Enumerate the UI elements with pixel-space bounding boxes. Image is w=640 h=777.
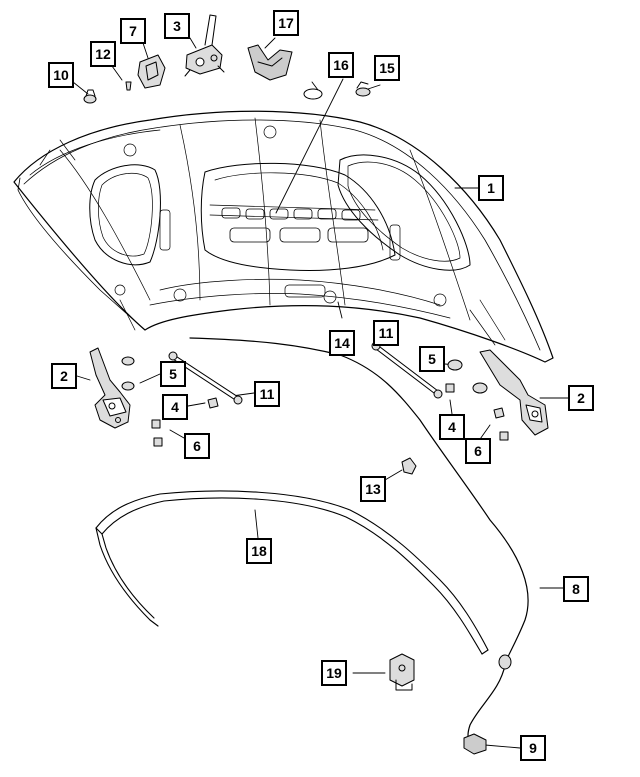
- callout-11: 11: [254, 381, 280, 407]
- callout-9: 9: [520, 735, 546, 761]
- seal-ring: [303, 88, 323, 100]
- release-handle: [463, 733, 487, 755]
- callout-18: 18: [246, 538, 272, 564]
- callout-13: 13: [360, 476, 386, 502]
- callout-12: 12: [90, 41, 116, 67]
- callout-19: 19: [321, 660, 347, 686]
- callout-6: 6: [465, 438, 491, 464]
- callout-17: 17: [273, 10, 299, 36]
- hood-bracket: [137, 54, 166, 89]
- cable-clip: [401, 457, 417, 475]
- screw: [125, 81, 132, 91]
- left-bolts: [151, 397, 219, 447]
- hood-bumper-pad: [247, 44, 293, 81]
- right-strut: [371, 341, 443, 399]
- leader-lines: [72, 37, 569, 749]
- right-bolts: [445, 383, 509, 441]
- callout-11: 11: [373, 320, 399, 346]
- callout-16: 16: [328, 52, 354, 78]
- callout-15: 15: [374, 55, 400, 81]
- callout-10: 10: [48, 62, 74, 88]
- right-grommets: [447, 359, 488, 394]
- hood-latch: [184, 14, 225, 77]
- callout-6: 6: [184, 433, 210, 459]
- callout-4: 4: [439, 414, 465, 440]
- callout-3: 3: [164, 13, 190, 39]
- callout-5: 5: [160, 361, 186, 387]
- left-hinge: [89, 347, 131, 429]
- callout-4: 4: [162, 394, 188, 420]
- callout-14: 14: [329, 330, 355, 356]
- hood-weatherstrip: [95, 490, 489, 655]
- callout-5: 5: [419, 346, 445, 372]
- callout-7: 7: [120, 18, 146, 44]
- callout-1: 1: [478, 175, 504, 201]
- latch-striker: [389, 653, 415, 691]
- right-hinge: [479, 349, 549, 436]
- callout-2: 2: [568, 385, 594, 411]
- hood-panel: [13, 110, 554, 363]
- cable-grommet: [498, 654, 512, 670]
- left-grommets: [121, 356, 135, 391]
- callout-8: 8: [563, 576, 589, 602]
- hood-clip: [355, 81, 371, 97]
- adjustable-bumper: [83, 89, 97, 104]
- callout-2: 2: [51, 363, 77, 389]
